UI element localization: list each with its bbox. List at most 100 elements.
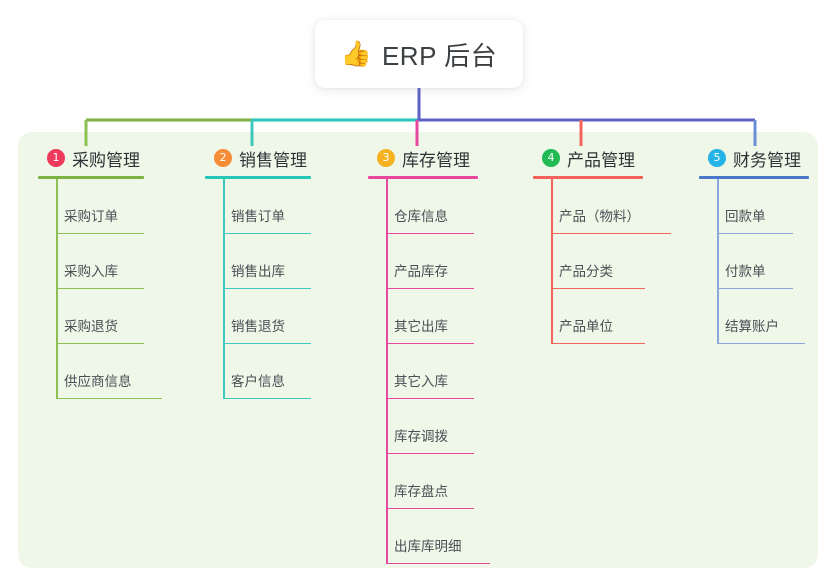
leaf-item[interactable]: 销售订单 [205, 179, 311, 234]
branch-spine-1 [56, 179, 58, 399]
leaf-label: 其它出库 [394, 319, 448, 334]
leaf-item[interactable]: 付款单 [699, 234, 809, 289]
branch-spine-3 [386, 179, 388, 564]
branch-underline-2 [205, 176, 311, 179]
leaf-item[interactable]: 回款单 [699, 179, 809, 234]
leaf-label: 销售退货 [231, 319, 285, 334]
branch-badge-3: 3 [377, 149, 395, 167]
leaf-underline [386, 452, 474, 454]
leaf-label: 采购入库 [64, 264, 118, 279]
leaf-label: 其它入库 [394, 374, 448, 389]
branch-badge-1: 1 [47, 149, 65, 167]
branch-leaf-list-1: 采购订单采购入库采购退货供应商信息 [38, 179, 162, 399]
branch-title-1: 采购管理 [72, 150, 140, 170]
leaf-item[interactable]: 销售退货 [205, 289, 311, 344]
branch-spine-4 [551, 179, 553, 344]
branches-panel [18, 132, 818, 568]
branch-header-4[interactable]: 4 产品管理 [533, 146, 643, 170]
branch-title-4: 产品管理 [567, 150, 635, 170]
leaf-label: 出库库明细 [394, 539, 462, 554]
leaf-label: 供应商信息 [64, 374, 132, 389]
leaf-item[interactable]: 出库库明细 [368, 509, 490, 564]
branch-spine-2 [223, 179, 225, 399]
branch-badge-4: 4 [542, 149, 560, 167]
root-node-card[interactable]: 👍 ERP 后台 [315, 20, 523, 88]
leaf-item[interactable]: 结算账户 [699, 289, 809, 344]
leaf-label: 库存调拨 [394, 429, 448, 444]
leaf-item[interactable]: 产品单位 [533, 289, 645, 344]
leaf-label: 产品库存 [394, 264, 448, 279]
leaf-item[interactable]: 销售出库 [205, 234, 311, 289]
leaf-item[interactable]: 库存盘点 [368, 454, 478, 509]
leaf-underline [551, 342, 645, 344]
leaf-label: 回款单 [725, 209, 766, 224]
leaf-underline [386, 232, 474, 234]
leaf-label: 销售订单 [231, 209, 285, 224]
branch-header-3[interactable]: 3 库存管理 [368, 146, 478, 170]
leaf-label: 产品分类 [559, 264, 613, 279]
leaf-item[interactable]: 产品（物料） [533, 179, 671, 234]
leaf-underline [386, 342, 474, 344]
leaf-underline [717, 342, 805, 344]
branch-column-3: 3 库存管理仓库信息产品库存其它出库其它入库库存调拨库存盘点出库库明细 [368, 146, 490, 564]
leaf-item[interactable]: 其它出库 [368, 289, 478, 344]
leaf-label: 销售出库 [231, 264, 285, 279]
leaf-underline [717, 232, 793, 234]
leaf-label: 库存盘点 [394, 484, 448, 499]
leaf-item[interactable]: 供应商信息 [38, 344, 162, 399]
leaf-item[interactable]: 库存调拨 [368, 399, 478, 454]
branch-underline-5 [699, 176, 809, 179]
leaf-item[interactable]: 采购入库 [38, 234, 144, 289]
branch-column-1: 1 采购管理采购订单采购入库采购退货供应商信息 [38, 146, 162, 399]
branch-leaf-list-3: 仓库信息产品库存其它出库其它入库库存调拨库存盘点出库库明细 [368, 179, 490, 564]
branch-column-4: 4 产品管理产品（物料） 产品分类产品单位 [533, 146, 671, 344]
leaf-underline [56, 397, 162, 399]
leaf-underline [386, 397, 474, 399]
leaf-item[interactable]: 仓库信息 [368, 179, 478, 234]
leaf-item[interactable]: 客户信息 [205, 344, 311, 399]
leaf-underline [223, 342, 311, 344]
leaf-underline [386, 562, 490, 564]
branch-underline-1 [38, 176, 144, 179]
branch-header-5[interactable]: 5 财务管理 [699, 146, 809, 170]
leaf-label: 产品（物料） [559, 209, 640, 224]
leaf-underline [717, 287, 793, 289]
branch-spine-5 [717, 179, 719, 344]
branch-title-3: 库存管理 [402, 150, 470, 170]
leaf-label: 采购订单 [64, 209, 118, 224]
branch-underline-3 [368, 176, 478, 179]
branch-leaf-list-5: 回款单付款单结算账户 [699, 179, 809, 344]
leaf-underline [56, 232, 144, 234]
branch-column-5: 5 财务管理回款单付款单结算账户 [699, 146, 809, 344]
branch-title-5: 财务管理 [733, 150, 801, 170]
branch-header-2[interactable]: 2 销售管理 [205, 146, 311, 170]
branch-column-2: 2 销售管理销售订单销售出库销售退货客户信息 [205, 146, 311, 399]
leaf-label: 采购退货 [64, 319, 118, 334]
leaf-underline [386, 507, 474, 509]
leaf-underline [56, 342, 144, 344]
leaf-item[interactable]: 采购订单 [38, 179, 144, 234]
branch-leaf-list-2: 销售订单销售出库销售退货客户信息 [205, 179, 311, 399]
leaf-underline [551, 232, 671, 234]
leaf-underline [223, 287, 311, 289]
branch-badge-5: 5 [708, 149, 726, 167]
leaf-label: 仓库信息 [394, 209, 448, 224]
branch-header-1[interactable]: 1 采购管理 [38, 146, 144, 170]
branch-badge-2: 2 [214, 149, 232, 167]
leaf-label: 客户信息 [231, 374, 285, 389]
leaf-underline [56, 287, 144, 289]
leaf-underline [386, 287, 474, 289]
leaf-item[interactable]: 其它入库 [368, 344, 478, 399]
leaf-item[interactable]: 产品分类 [533, 234, 645, 289]
branch-title-2: 销售管理 [239, 150, 307, 170]
leaf-label: 结算账户 [725, 319, 779, 334]
leaf-underline [551, 287, 645, 289]
leaf-item[interactable]: 产品库存 [368, 234, 478, 289]
leaf-item[interactable]: 采购退货 [38, 289, 144, 344]
root-node-title: ERP 后台 [381, 40, 498, 71]
leaf-underline [223, 232, 311, 234]
branch-leaf-list-4: 产品（物料） 产品分类产品单位 [533, 179, 671, 344]
leaf-label: 产品单位 [559, 319, 613, 334]
leaf-underline [223, 397, 311, 399]
